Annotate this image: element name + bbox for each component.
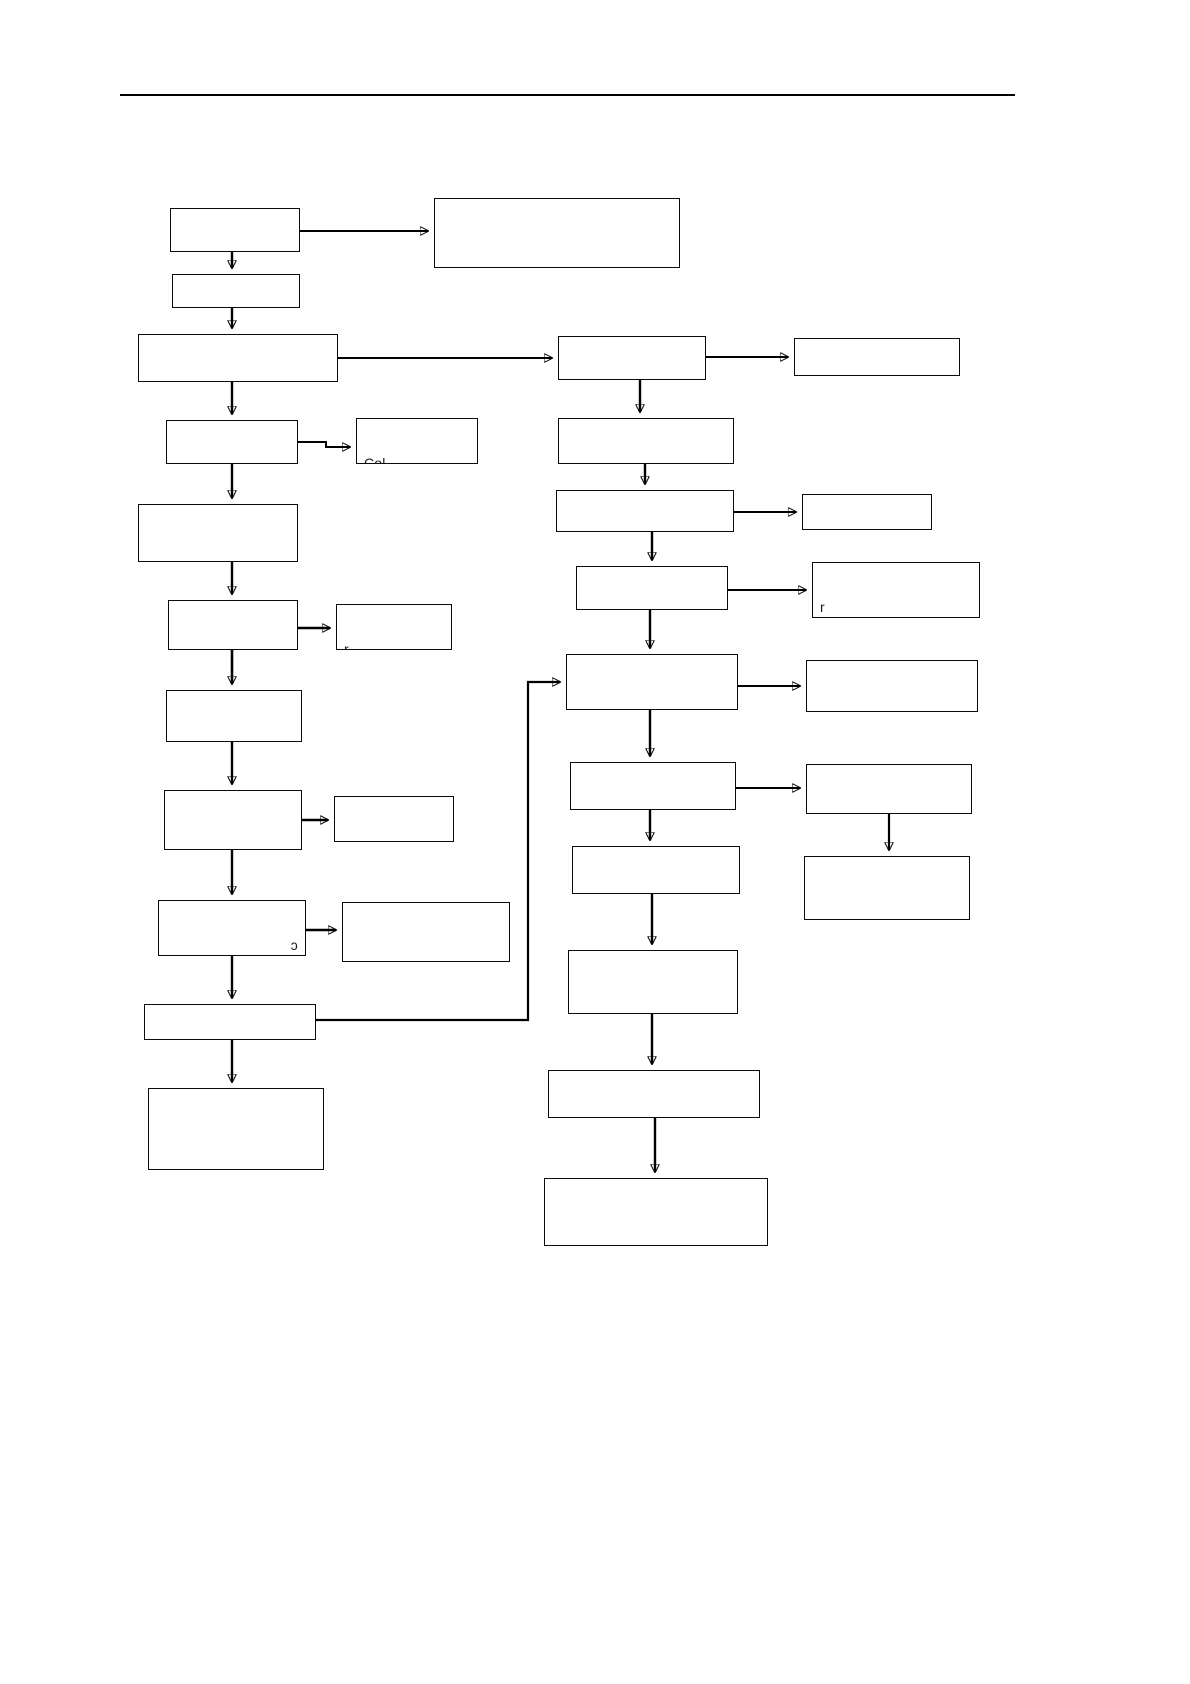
flow-node-R2[interactable] [794, 338, 960, 376]
flow-node-L6[interactable] [168, 600, 298, 650]
flow-node-M2[interactable] [558, 418, 734, 464]
flow-node-M10[interactable] [544, 1178, 768, 1246]
header-rule [120, 94, 1015, 96]
flow-node-C3[interactable] [334, 796, 454, 842]
flow-node-M3[interactable] [556, 490, 734, 532]
flow-node-M4[interactable] [576, 566, 728, 610]
flow-node-label: Col [364, 454, 386, 464]
flow-node-L7[interactable] [166, 690, 302, 742]
flow-node-R5[interactable] [806, 660, 978, 712]
flow-node-C2[interactable]: r [336, 604, 452, 650]
flow-node-L9[interactable]: ɔ [158, 900, 306, 956]
flow-node-R1[interactable] [434, 198, 680, 268]
flow-node-L4[interactable] [166, 420, 298, 464]
flow-node-label: ɔ [290, 936, 298, 953]
flow-node-L3[interactable] [138, 334, 338, 382]
flow-node-L2[interactable] [172, 274, 300, 308]
flow-node-L8[interactable] [164, 790, 302, 850]
flow-node-label: r [820, 598, 825, 615]
flow-node-label: r [344, 640, 349, 650]
flow-node-C1[interactable]: Col [356, 418, 478, 464]
flow-node-M6[interactable] [570, 762, 736, 810]
flow-node-M9[interactable] [548, 1070, 760, 1118]
flow-node-M1[interactable] [558, 336, 706, 380]
flow-node-L11[interactable] [148, 1088, 324, 1170]
flow-node-M5[interactable] [566, 654, 738, 710]
flow-node-R3[interactable] [802, 494, 932, 530]
flow-node-M8[interactable] [568, 950, 738, 1014]
flow-node-R4[interactable]: r [812, 562, 980, 618]
flow-node-R6[interactable] [806, 764, 972, 814]
flow-node-L5[interactable] [138, 504, 298, 562]
flow-node-C4[interactable] [342, 902, 510, 962]
flow-node-L10[interactable] [144, 1004, 316, 1040]
flow-node-R7[interactable] [804, 856, 970, 920]
flow-node-L1[interactable] [170, 208, 300, 252]
flow-node-M7[interactable] [572, 846, 740, 894]
